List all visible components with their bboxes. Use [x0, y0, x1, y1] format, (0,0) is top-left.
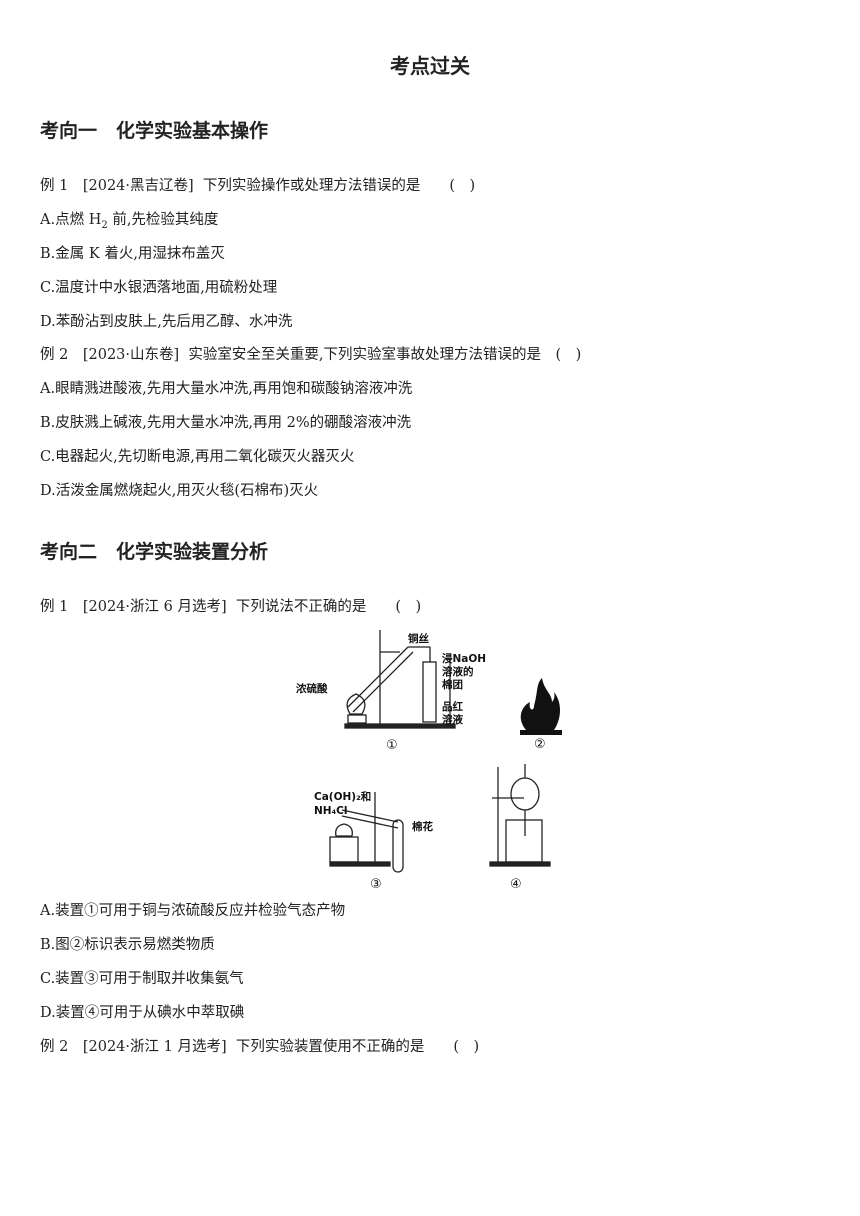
label-caoh: Ca(OH)₂和 [314, 790, 371, 803]
option-a: A.装置①可用于铜与浓硫酸反应并检验气态产物 [40, 903, 346, 919]
apparatus-figure: 铜丝 浸NaOH 溶液的 棉团 浓硫酸 品红 溶液 ① ② Ca(OH)₂和 [290, 622, 580, 897]
apparatus-3 [329, 792, 404, 873]
option-a: A.眼睛溅进酸液,先用大量水冲洗,再用饱和碳酸钠溶液冲洗 [40, 381, 413, 397]
section-heading-1: 考向一 化学实验基本操作 [40, 120, 269, 142]
label-pinred-line2: 溶液 [442, 713, 463, 726]
option-d: D.苯酚沾到皮肤上,先后用乙醇、水冲洗 [40, 314, 293, 330]
question-stem: 例 1 [2024·黑吉辽卷] 下列实验操作或处理方法错误的是 ( ) [40, 178, 476, 194]
label-naoh-line3: 棉团 [442, 678, 463, 691]
flammable-icon [520, 678, 562, 735]
option-b: B.金属 K 着火,用湿抹布盖灭 [40, 246, 225, 262]
figure-number-3: ③ [370, 877, 382, 892]
question-stem: 例 1 [2024·浙江 6 月选考] 下列说法不正确的是 ( ) [40, 599, 422, 615]
option-c: C.温度计中水银洒落地面,用硫粉处理 [40, 280, 278, 296]
option-d: D.装置④可用于从碘水中萃取碘 [40, 1005, 245, 1021]
option-b: B.图②标识表示易燃类物质 [40, 937, 215, 953]
label-nh4cl: NH₄Cl [314, 805, 347, 817]
label-naoh-line1: 浸NaOH [442, 652, 486, 665]
figure-number-4: ④ [510, 877, 522, 892]
figure-number-1: ① [386, 738, 398, 753]
label-copper-wire: 铜丝 [408, 632, 429, 645]
option-a: A.点燃 H2 前,先检验其纯度 [40, 212, 219, 231]
page-title: 考点过关 [390, 54, 470, 78]
label-acid: 浓硫酸 [296, 682, 328, 695]
option-c: C.电器起火,先切断电源,再用二氧化碳灭火器灭火 [40, 449, 355, 465]
option-c: C.装置③可用于制取并收集氨气 [40, 971, 244, 987]
label-pinred-line1: 品红 [442, 700, 463, 713]
label-naoh-line2: 溶液的 [442, 665, 474, 678]
question-stem: 例 2 [2023·山东卷] 实验室安全至关重要,下列实验室事故处理方法错误的是… [40, 347, 582, 363]
apparatus-3-labels: Ca(OH)₂和 NH₄Cl 棉花 ③ [314, 790, 433, 892]
apparatus-4 [489, 764, 551, 867]
option-b: B.皮肤溅上碱液,先用大量水冲洗,再用 2%的硼酸溶液冲洗 [40, 415, 412, 431]
question-stem: 例 2 [2024·浙江 1 月选考] 下列实验装置使用不正确的是 ( ) [40, 1039, 480, 1055]
apparatus-1 [344, 630, 456, 729]
apparatus-1-labels: 铜丝 浸NaOH 溶液的 棉团 浓硫酸 品红 溶液 ① [296, 632, 486, 753]
label-cotton: 棉花 [412, 820, 433, 833]
section-heading-2: 考向二 化学实验装置分析 [40, 541, 269, 563]
option-d: D.活泼金属燃烧起火,用灭火毯(石棉布)灭火 [40, 483, 319, 499]
figure-number-2: ② [534, 737, 546, 752]
